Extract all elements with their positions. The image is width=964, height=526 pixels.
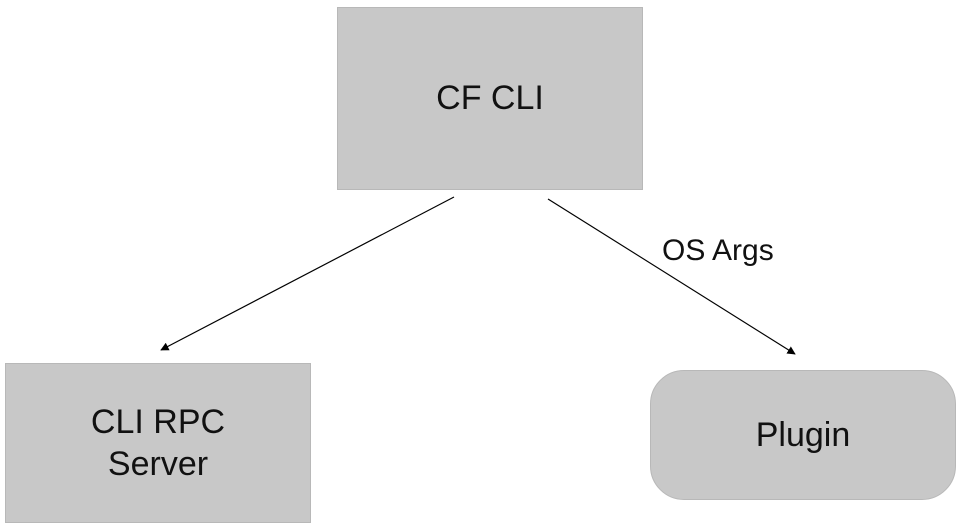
cli-rpc-server-label: CLI RPC Server [90, 402, 226, 484]
os-args-edge-label: OS Args [662, 234, 774, 267]
edge-cf-cli-to-rpc-server-arrow [160, 196, 455, 351]
plugin-label: Plugin [755, 415, 851, 454]
cli-rpc-server-node: CLI RPC Server [5, 363, 311, 523]
cf-cli-node: CF CLI [337, 7, 643, 190]
plugin-node: Plugin [650, 370, 956, 500]
cf-cli-label: CF CLI [436, 79, 544, 118]
edge-cf-cli-to-plugin-arrow [547, 198, 796, 355]
